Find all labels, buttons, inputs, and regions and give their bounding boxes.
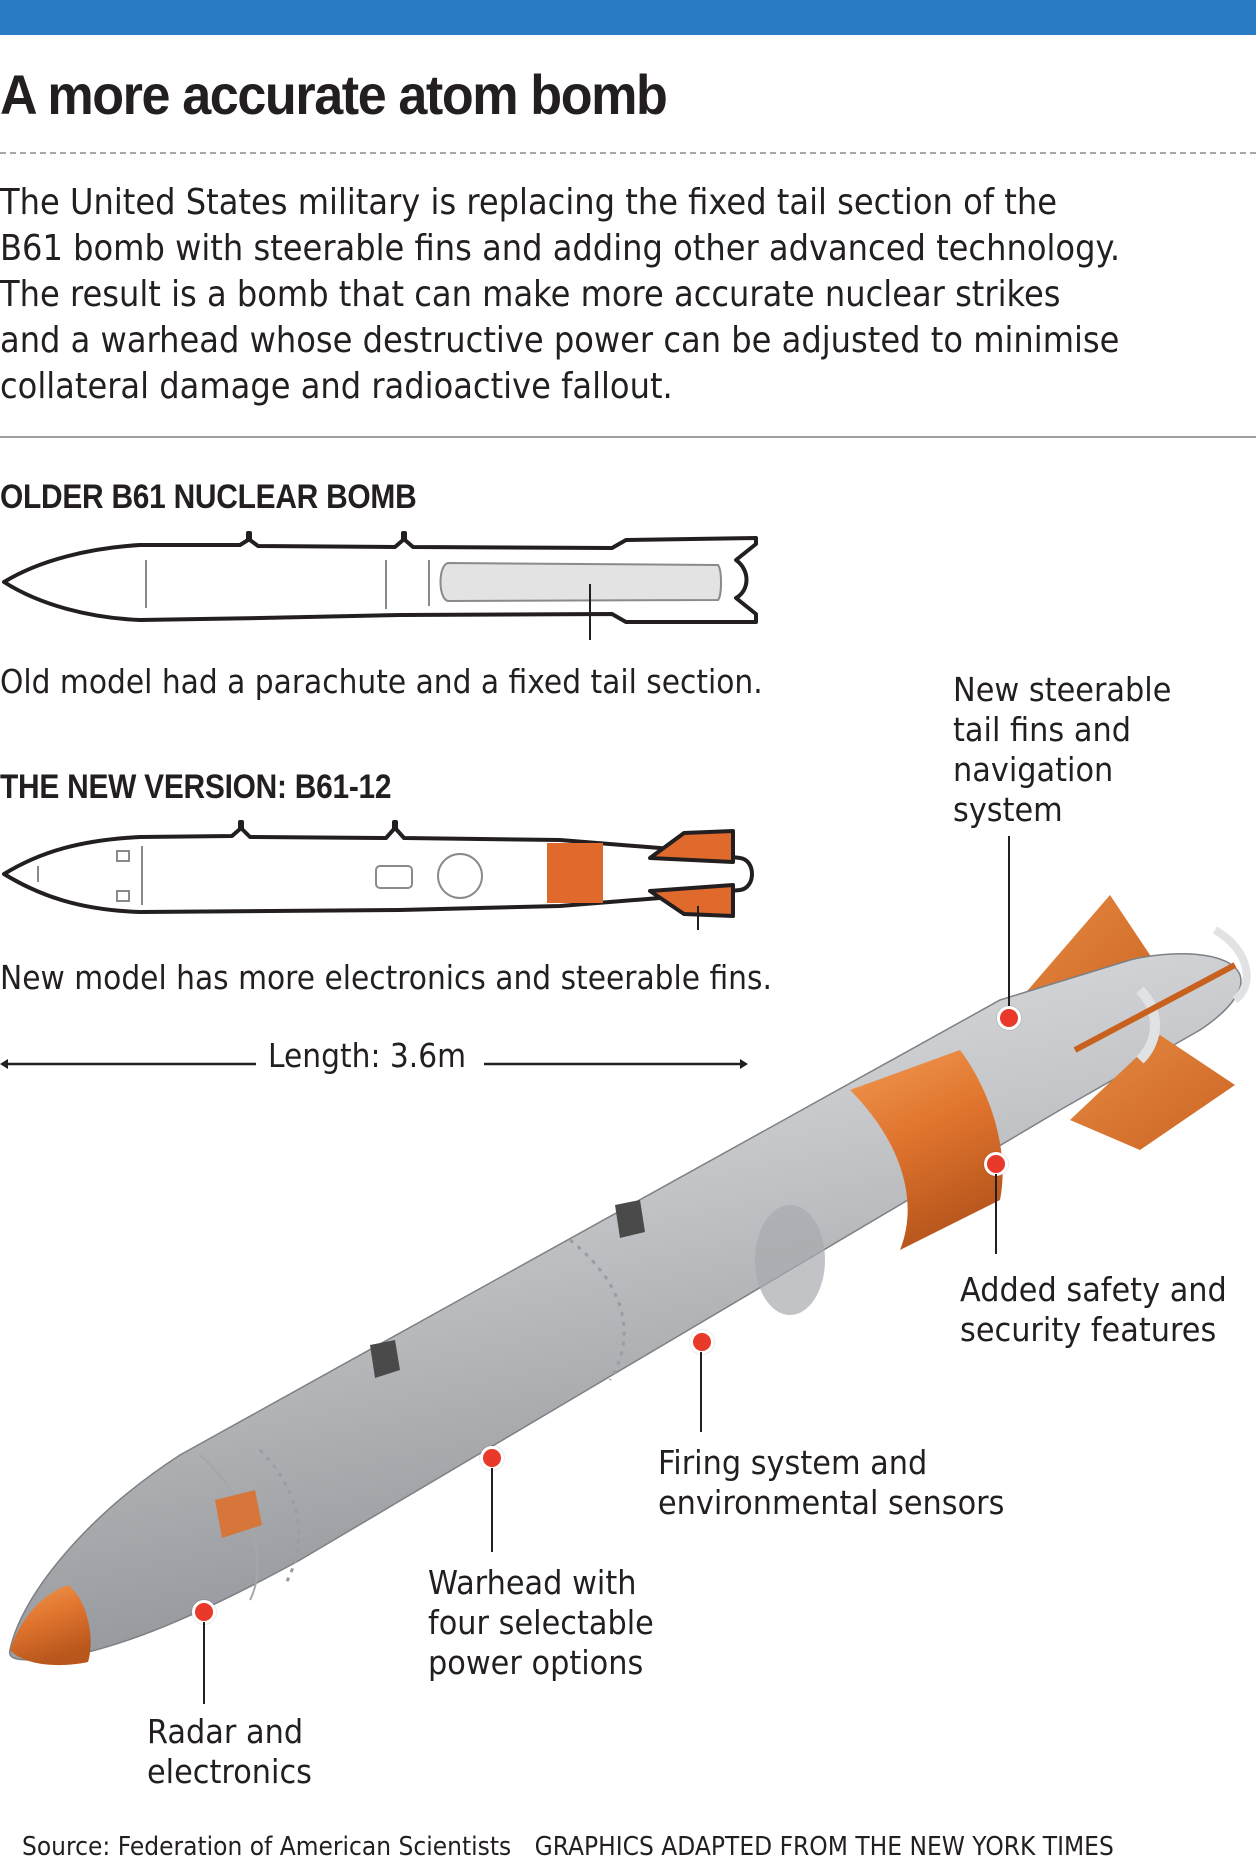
leader-line-tail-fins (1008, 836, 1010, 1014)
intro-line: collateral damage and radioactive fallou… (0, 366, 673, 407)
callout-firing: Firing system and environmental sensors (658, 1443, 1005, 1522)
intro-line: The United States military is replacing … (0, 182, 1057, 223)
b61-12-illustration (8, 895, 1251, 1666)
intro-paragraph: The United States military is replacing … (0, 180, 1137, 410)
graphics-credit: GRAPHICS ADAPTED FROM THE NEW YORK TIMES (534, 1832, 1114, 1862)
leader-line-safety (995, 1174, 997, 1254)
marker-dot-tail-fins (997, 1006, 1021, 1030)
footer: Source: Federation of American Scientist… (22, 1832, 1114, 1862)
new-bomb-outline (2, 820, 754, 930)
length-label: Length: 3.6m (268, 1036, 467, 1075)
callout-safety: Added safety and security features (960, 1270, 1227, 1349)
older-bomb-heading: OLDER B61 NUCLEAR BOMB (0, 478, 417, 516)
leader-line-firing (700, 1352, 702, 1432)
older-bomb-caption: Old model had a parachute and a fixed ta… (0, 662, 763, 701)
intro-divider (0, 436, 1256, 438)
title-divider (0, 152, 1256, 154)
page-title: A more accurate atom bomb (0, 63, 668, 126)
lower-tail-fin (1070, 1035, 1235, 1150)
leader-line-radar (203, 1622, 205, 1704)
marker-dot-safety (984, 1152, 1008, 1176)
source-credit: Source: Federation of American Scientist… (22, 1832, 512, 1862)
new-bomb-heading: THE NEW VERSION: B61-12 (0, 768, 392, 806)
intro-line: B61 bomb with steerable fins and adding … (0, 228, 1121, 269)
callout-warhead: Warhead with four selectable power optio… (428, 1563, 654, 1682)
leader-line-warhead (491, 1468, 493, 1552)
marker-dot-radar (192, 1600, 216, 1624)
callout-tail-fins: New steerable tail fins and navigation s… (953, 670, 1172, 829)
new-bomb-caption: New model has more electronics and steer… (0, 958, 772, 997)
marker-dot-warhead (480, 1446, 504, 1470)
intro-line: The result is a bomb that can make more … (0, 274, 1061, 315)
length-arrow (0, 1059, 748, 1069)
orange-safety-band (850, 1050, 1003, 1250)
older-bomb-outline (2, 531, 758, 640)
callout-radar: Radar and electronics (147, 1712, 312, 1791)
header-color-bar (0, 0, 1256, 35)
marker-dot-firing (690, 1330, 714, 1354)
length-indicator: Length: 3.6m (0, 1036, 760, 1084)
intro-line: and a warhead whose destructive power ca… (0, 320, 1120, 361)
nose-cone (10, 1585, 91, 1666)
